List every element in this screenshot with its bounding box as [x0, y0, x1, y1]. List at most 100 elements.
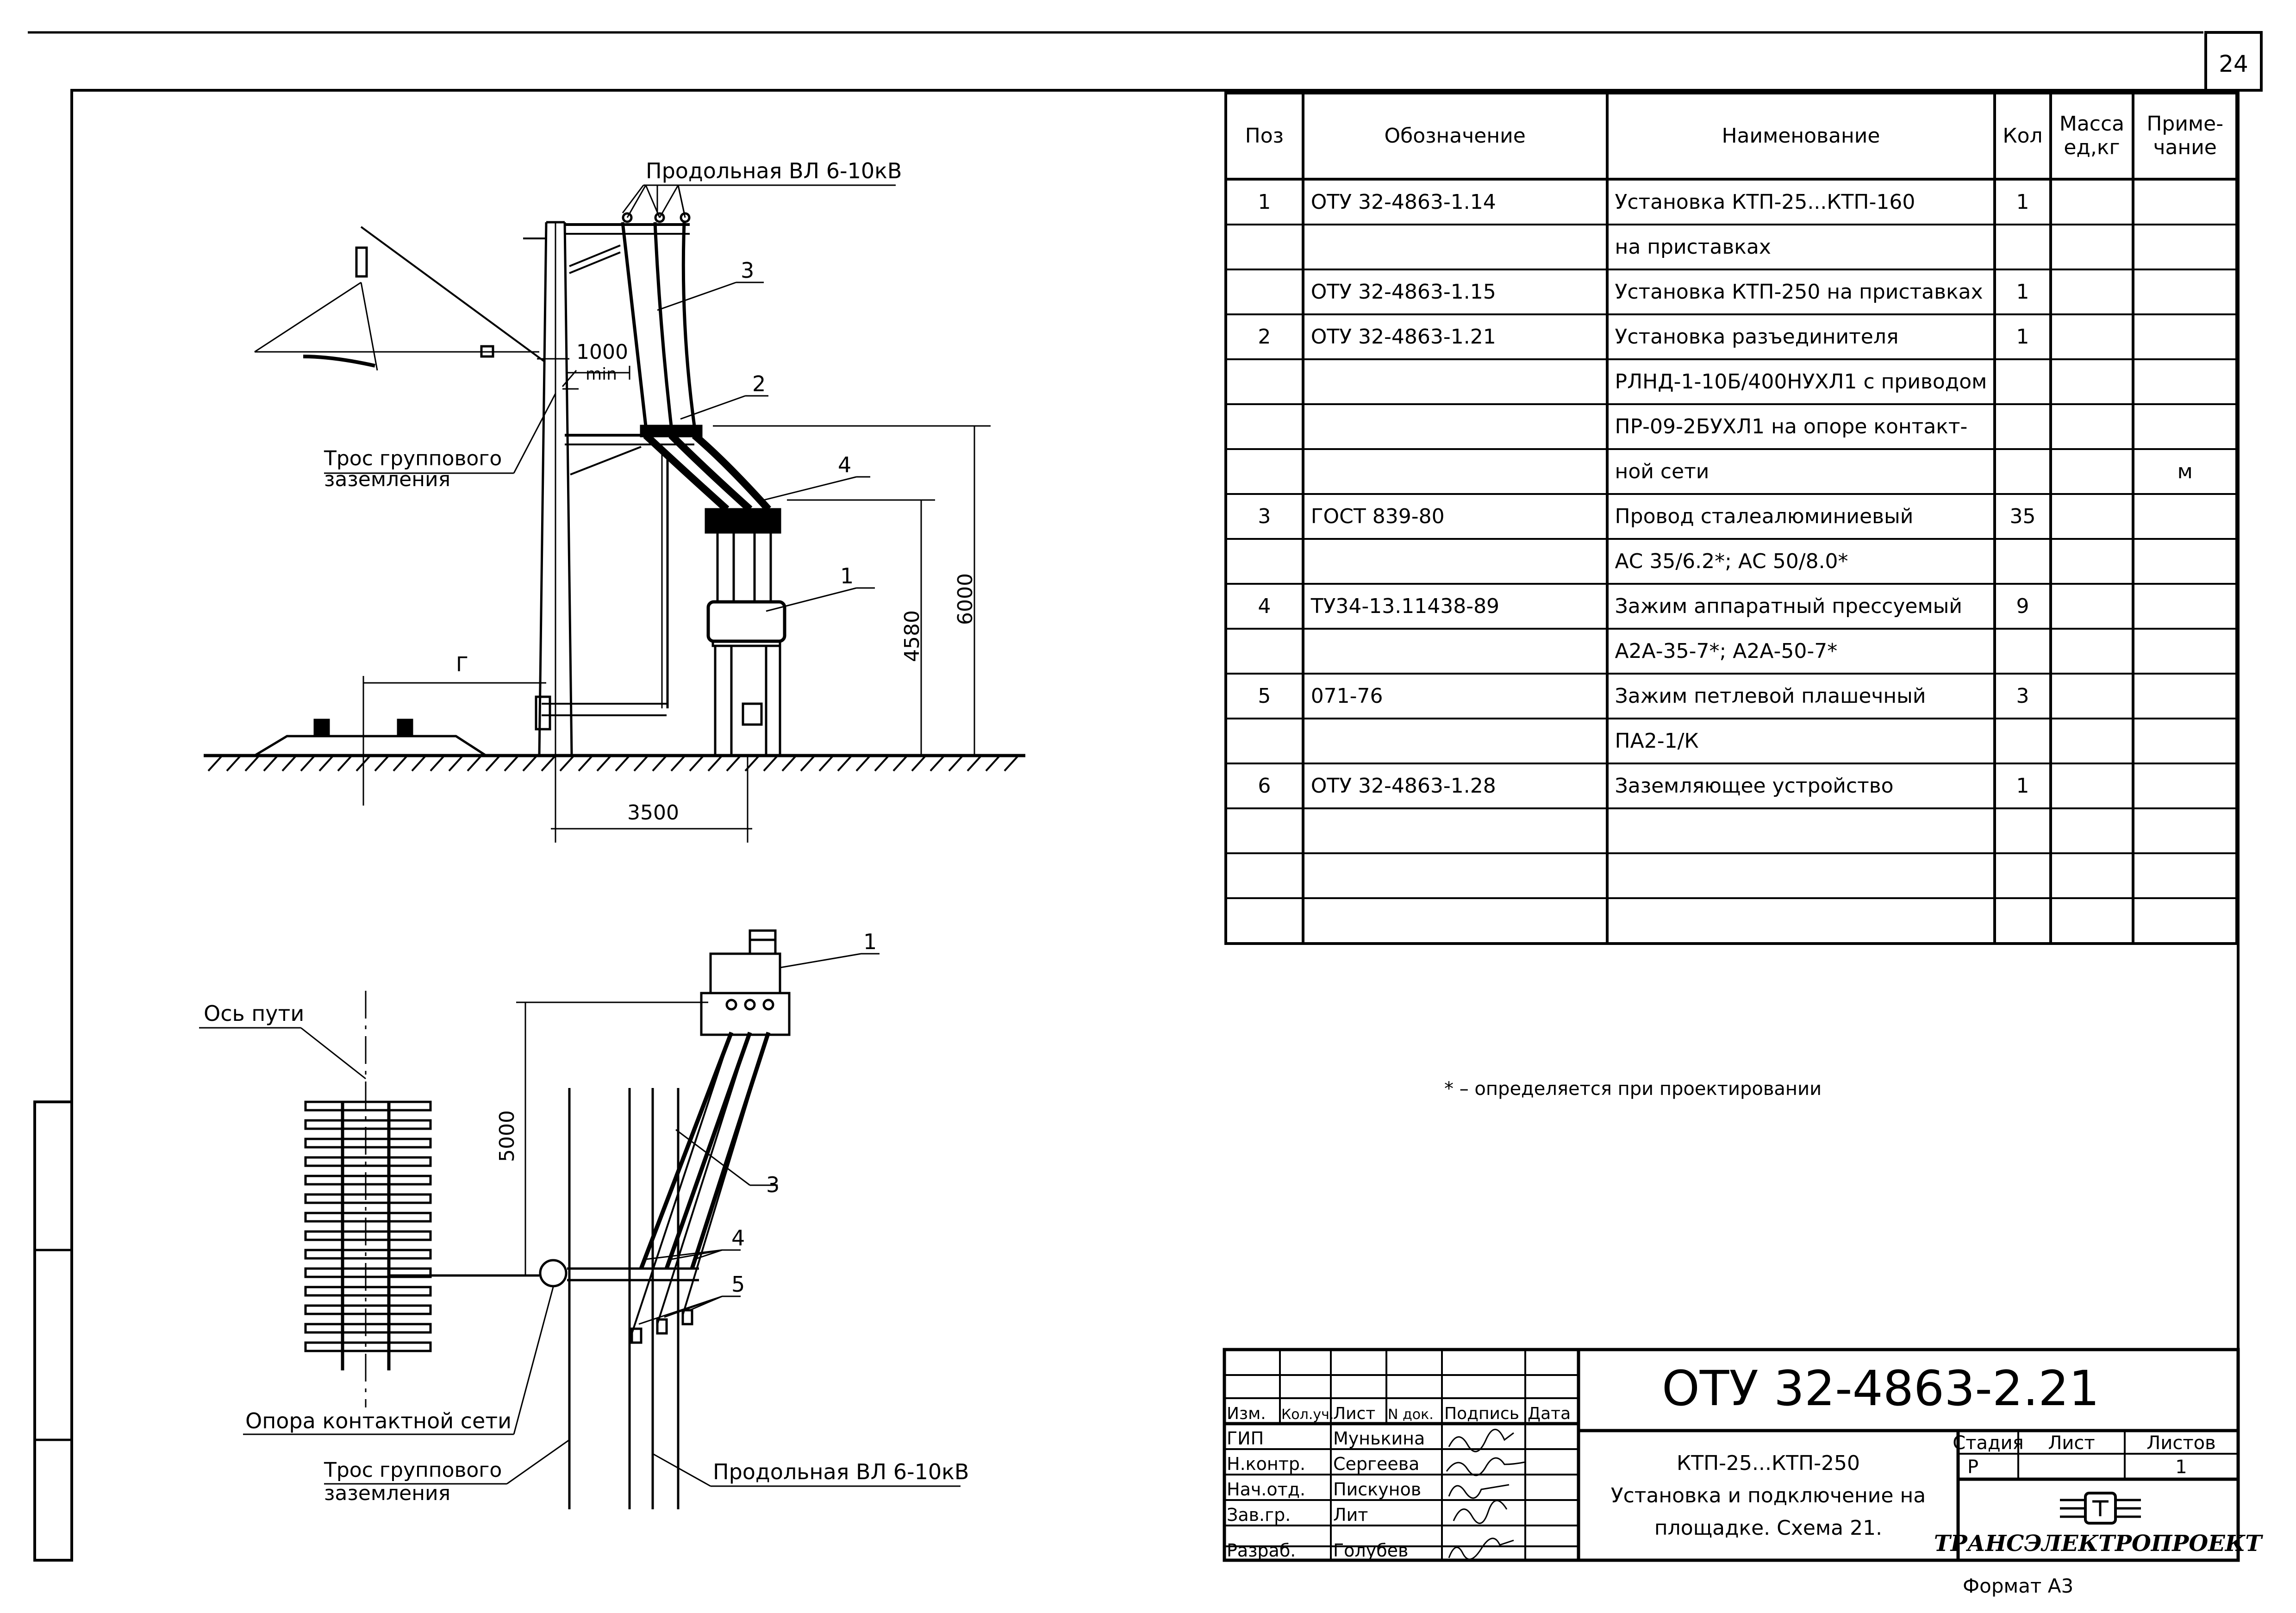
- spec-header-note: Приме- чание: [2132, 92, 2238, 181]
- cell-pos: [1224, 853, 1304, 899]
- cell-name: АС 35/6.2*; АС 50/8.0*: [1605, 539, 1997, 585]
- cell-note: м: [2132, 449, 2238, 495]
- cell-pos: [1224, 808, 1304, 854]
- cell-pos: [1224, 449, 1304, 495]
- cell-code: ТУ34-13.11438-89: [1301, 584, 1609, 630]
- cell-code: [1301, 404, 1609, 450]
- cell-qty: [1993, 853, 2052, 899]
- cell-code: [1301, 449, 1609, 495]
- spec-header-name: Наименование: [1605, 92, 1997, 181]
- plan-cable-label2: заземления: [324, 1482, 450, 1505]
- cell-qty: 35: [1993, 494, 2052, 540]
- cell-note: [2132, 898, 2238, 945]
- cell-name: на приставках: [1605, 225, 1997, 270]
- cell-mass: [2049, 808, 2135, 854]
- spec-table: Поз Обозначение Наименование Кол Масса е…: [1224, 92, 2238, 945]
- cell-name: Установка КТП-25...КТП-160: [1605, 179, 1997, 225]
- cell-mass: [2049, 898, 2135, 945]
- cell-code: [1301, 359, 1609, 405]
- doc-code: ОТУ 32-4863-2.21: [1662, 1360, 2099, 1417]
- title-block-text: Изм. Кол.уч. Лист N док. Подпись Дата ГИ…: [1227, 1360, 2263, 1597]
- plan-callout-3: 3: [766, 1172, 780, 1197]
- tb-role-3: Зав.гр.: [1227, 1505, 1291, 1525]
- transformer-plan: [709, 952, 781, 994]
- plan-callout-5: 5: [731, 1272, 745, 1297]
- plan-view: [199, 929, 961, 1509]
- cell-qty: [1993, 808, 2052, 854]
- elev-callout-4: 4: [838, 452, 851, 477]
- cell-qty: [1993, 359, 2052, 405]
- plan-callout-1: 1: [863, 929, 877, 954]
- cell-note: [2132, 179, 2238, 225]
- cell-pos: [1224, 269, 1304, 315]
- tb-name-3: Лит: [1333, 1505, 1368, 1525]
- cell-name: ПР-09-2БУХЛ1 на опоре контакт-: [1605, 404, 1997, 450]
- elev-callout-1: 1: [840, 563, 854, 588]
- cell-code: ОТУ 32-4863-1.21: [1301, 314, 1609, 360]
- company-name: ТРАНСЭЛЕКТРОПРОЕКТ: [1934, 1531, 2263, 1557]
- plan-labels: Ось пути Опора контактной сети Трос груп…: [204, 929, 969, 1505]
- dim-g: Г: [456, 653, 468, 676]
- table-row: [1224, 853, 2238, 899]
- cell-note: [2132, 808, 2238, 854]
- cell-code: [1301, 225, 1609, 270]
- dim-5000: 5000: [495, 1110, 519, 1162]
- cell-note: [2132, 539, 2238, 585]
- tb-col-list: Лист: [1333, 1404, 1375, 1423]
- cell-qty: 1: [1993, 763, 2052, 809]
- cell-note: [2132, 763, 2238, 809]
- cell-code: [1301, 719, 1609, 764]
- title-line-2: Установка и подключение на: [1611, 1484, 1926, 1507]
- cell-note: [2132, 359, 2238, 405]
- elevation-labels: Продольная ВЛ 6-10кВ Трос группового заз…: [324, 158, 977, 825]
- tb-name-1: Сергеева: [1333, 1454, 1419, 1474]
- cell-mass: [2049, 404, 2135, 450]
- plan-support-label: Опора контактной сети: [245, 1408, 512, 1433]
- cell-mass: [2049, 674, 2135, 719]
- cell-code: ОТУ 32-4863-1.15: [1301, 269, 1609, 315]
- cell-pos: [1224, 225, 1304, 270]
- tb-name-4: Голубев: [1333, 1540, 1408, 1561]
- transformer-foundation: [714, 644, 781, 757]
- spec-header-code: Обозначение: [1301, 92, 1609, 181]
- cell-name: ной сети: [1605, 449, 1997, 495]
- elev-callout-3: 3: [741, 258, 754, 283]
- cell-note: [2132, 314, 2238, 360]
- tb-col-kol: Кол.уч.: [1281, 1407, 1334, 1423]
- plan-line-label: Продольная ВЛ 6-10кВ: [713, 1459, 969, 1484]
- cell-note: [2132, 225, 2238, 270]
- cell-mass: [2049, 449, 2135, 495]
- spec-header-pos: Поз: [1224, 92, 1304, 181]
- cell-note: [2132, 719, 2238, 764]
- sheet-number: 24: [2219, 50, 2248, 77]
- cell-name: [1605, 853, 1997, 899]
- cell-code: [1301, 629, 1609, 675]
- cell-code: [1301, 853, 1609, 899]
- plan-cable-label: Трос группового: [324, 1458, 502, 1482]
- cell-code: [1301, 898, 1609, 945]
- cell-qty: [1993, 449, 2052, 495]
- cell-code: ОТУ 32-4863-1.14: [1301, 179, 1609, 225]
- cell-pos: 3: [1224, 494, 1304, 540]
- cell-note: [2132, 629, 2238, 675]
- cell-mass: [2049, 314, 2135, 360]
- tb-col-ndok: N док.: [1388, 1407, 1434, 1423]
- cell-name: Провод сталеалюминиевый: [1605, 494, 1997, 540]
- table-row: ной сети м: [1224, 449, 2238, 495]
- spec-header-qty: Кол: [1993, 92, 2052, 181]
- title-line-3: площадке. Схема 21.: [1654, 1516, 1882, 1540]
- cell-name: [1605, 898, 1997, 945]
- cell-pos: 4: [1224, 584, 1304, 630]
- cell-mass: [2049, 853, 2135, 899]
- plan-callout-4: 4: [731, 1225, 745, 1250]
- sleepers: [304, 1100, 432, 1352]
- cell-name: ПА2-1/К: [1605, 719, 1997, 764]
- dim-3500: 3500: [627, 801, 679, 825]
